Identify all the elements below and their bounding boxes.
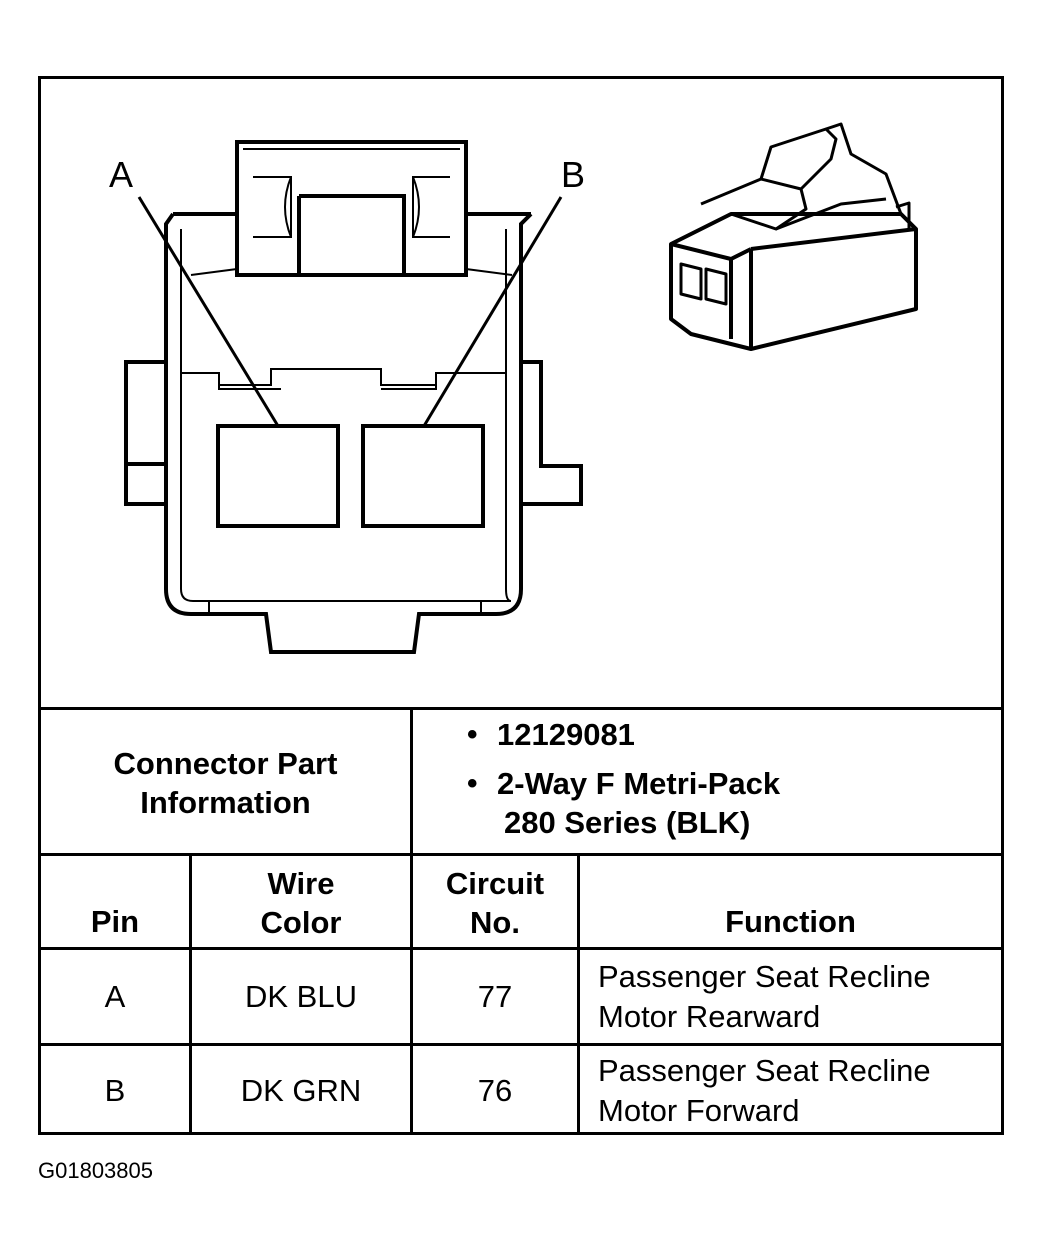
divider-info bbox=[41, 853, 1001, 856]
row-a-pin: A bbox=[104, 978, 126, 1014]
connector-figure-frame: A B Connector Part Information • 1212908… bbox=[38, 76, 1004, 1135]
row-b-function-line1: Passenger Seat Recline bbox=[598, 1052, 931, 1088]
iso-cavity-a bbox=[679, 262, 703, 301]
connector-series: 280 Series (BLK) bbox=[504, 805, 751, 840]
pin-label-b: B bbox=[561, 154, 585, 195]
header-circuit-line1: Circuit bbox=[445, 865, 545, 901]
connector-diagram-area: A B bbox=[41, 79, 1001, 709]
divider-header bbox=[41, 947, 1001, 950]
connector-part-label-line2: Information bbox=[140, 784, 311, 820]
connector-left-tab bbox=[124, 360, 166, 506]
connector-latch-outline bbox=[235, 140, 468, 277]
connector-face-diagram: A B bbox=[109, 122, 918, 654]
header-wire-line1: Wire bbox=[267, 865, 335, 901]
divider-col-pin bbox=[189, 853, 192, 1135]
header-wire-line2: Color bbox=[260, 904, 342, 940]
divider-col-wire bbox=[410, 853, 413, 1135]
connector-latch-tab bbox=[297, 194, 406, 275]
row-a-circuit: 77 bbox=[477, 978, 513, 1014]
pin-label-a: A bbox=[109, 154, 133, 195]
header-circuit-no: Circuit No. bbox=[413, 856, 577, 949]
connector-isometric-view bbox=[669, 122, 918, 351]
connector-type: 2-Way F Metri-Pack bbox=[497, 766, 781, 801]
part-number: 12129081 bbox=[497, 717, 635, 752]
header-pin: Pin bbox=[90, 904, 140, 939]
row-b-function: Passenger Seat Recline Motor Forward bbox=[598, 1046, 998, 1135]
header-function: Function bbox=[725, 904, 856, 939]
row-b-pin: B bbox=[104, 1072, 126, 1108]
row-a-function-line2: Motor Rearward bbox=[598, 998, 821, 1034]
leader-line-a bbox=[137, 196, 280, 427]
cavity-b bbox=[361, 424, 485, 528]
leader-line-b bbox=[422, 196, 563, 427]
row-a-wire-color: DK BLU bbox=[245, 978, 357, 1014]
header-wire-color: Wire Color bbox=[192, 856, 410, 949]
divider-info-column bbox=[410, 707, 413, 855]
divider-diagram bbox=[41, 707, 1001, 710]
divider-col-circuit bbox=[577, 853, 580, 1135]
iso-cavity-b bbox=[704, 267, 728, 306]
connector-type-bullet: • 2-Way F Metri-Pack bbox=[467, 764, 780, 803]
header-circuit-line2: No. bbox=[470, 904, 520, 940]
connector-body-outline bbox=[164, 212, 533, 654]
bullet-icon: • bbox=[467, 767, 478, 800]
connector-part-info-label: Connector Part Information bbox=[41, 710, 410, 855]
connector-right-tab bbox=[521, 360, 583, 506]
part-number-bullet: • 12129081 bbox=[467, 715, 635, 754]
row-b-circuit: 76 bbox=[477, 1072, 513, 1108]
connector-part-label-line1: Connector Part bbox=[113, 745, 338, 781]
bullet-icon: • bbox=[467, 718, 478, 751]
row-a-function-line1: Passenger Seat Recline bbox=[598, 958, 931, 994]
divider-row-a bbox=[41, 1043, 1001, 1046]
row-b-wire-color: DK GRN bbox=[240, 1072, 362, 1108]
connector-part-info-values: • 12129081 • 2-Way F Metri-Pack 280 Seri… bbox=[467, 715, 987, 855]
row-b-function-line2: Motor Forward bbox=[598, 1092, 800, 1128]
cavity-a bbox=[216, 424, 340, 528]
row-a-function: Passenger Seat Recline Motor Rearward bbox=[598, 950, 998, 1043]
figure-code: G01803805 bbox=[38, 1158, 153, 1183]
